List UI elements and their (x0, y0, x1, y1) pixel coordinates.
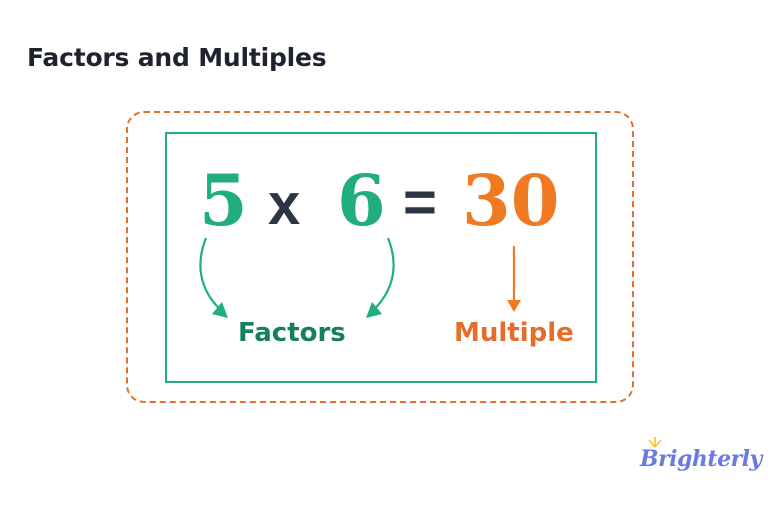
multiple-label: Multiple (454, 318, 574, 348)
dashed-frame (126, 111, 634, 403)
brighterly-logo: Brighterly (640, 446, 762, 472)
equals-operator: = (403, 170, 437, 235)
page-title: Factors and Multiples (27, 43, 327, 72)
logo-rays-icon (648, 437, 662, 448)
times-operator: x (268, 172, 301, 237)
factors-label: Factors (238, 318, 346, 348)
product: 30 (462, 159, 560, 242)
equation-frame (165, 132, 597, 383)
factor-a: 5 (199, 159, 248, 242)
factor-b: 6 (337, 159, 386, 242)
